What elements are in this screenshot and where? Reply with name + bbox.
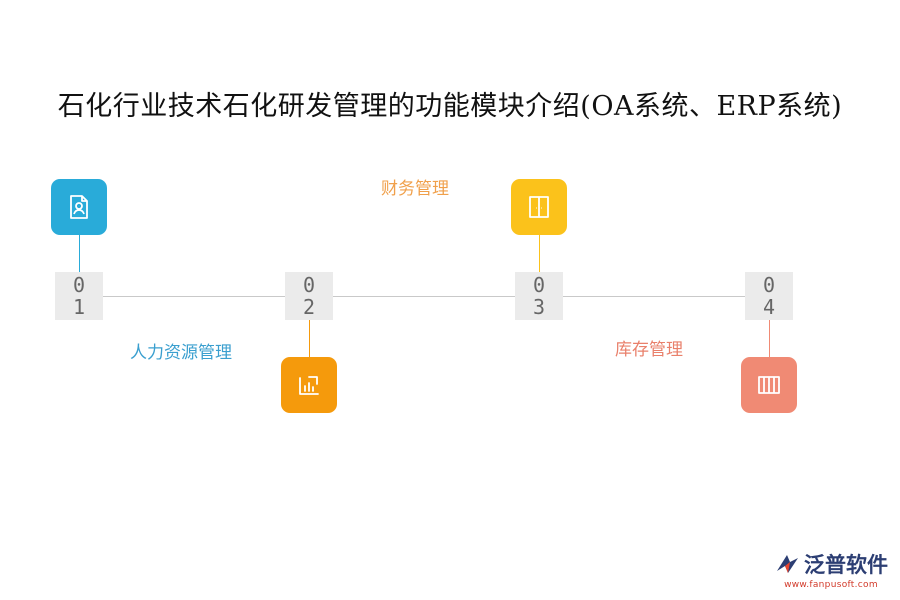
columns-icon — [758, 376, 780, 394]
connector-line — [309, 320, 310, 358]
bar-chart-icon — [299, 376, 319, 395]
brand-logo: 泛普软件 www.fanpusoft.com — [774, 549, 888, 590]
timeline-line — [563, 296, 745, 297]
timeline-line — [103, 296, 285, 297]
step-3-tile — [511, 179, 567, 235]
step-1-label: 人力资源管理 — [130, 343, 232, 363]
step-1-tile — [51, 179, 107, 235]
logo-name: 泛普软件 — [804, 553, 888, 577]
connector-line — [769, 320, 770, 358]
step-4-label: 库存管理 — [615, 340, 683, 360]
connector-line — [539, 234, 540, 272]
step-2-tile — [281, 357, 337, 413]
logo-icon — [777, 555, 798, 573]
timeline-line — [333, 296, 515, 297]
connector-line — [79, 234, 80, 272]
step-3-label: 财务管理 — [381, 179, 449, 199]
user-document-icon — [70, 195, 88, 219]
step-4-tile — [741, 357, 797, 413]
door-icon — [529, 196, 549, 218]
logo-url: www.fanpusoft.com — [784, 580, 878, 590]
page-title: 石化行业技术石化研发管理的功能模块介绍(OA系统、ERP系统) — [57, 91, 843, 122]
